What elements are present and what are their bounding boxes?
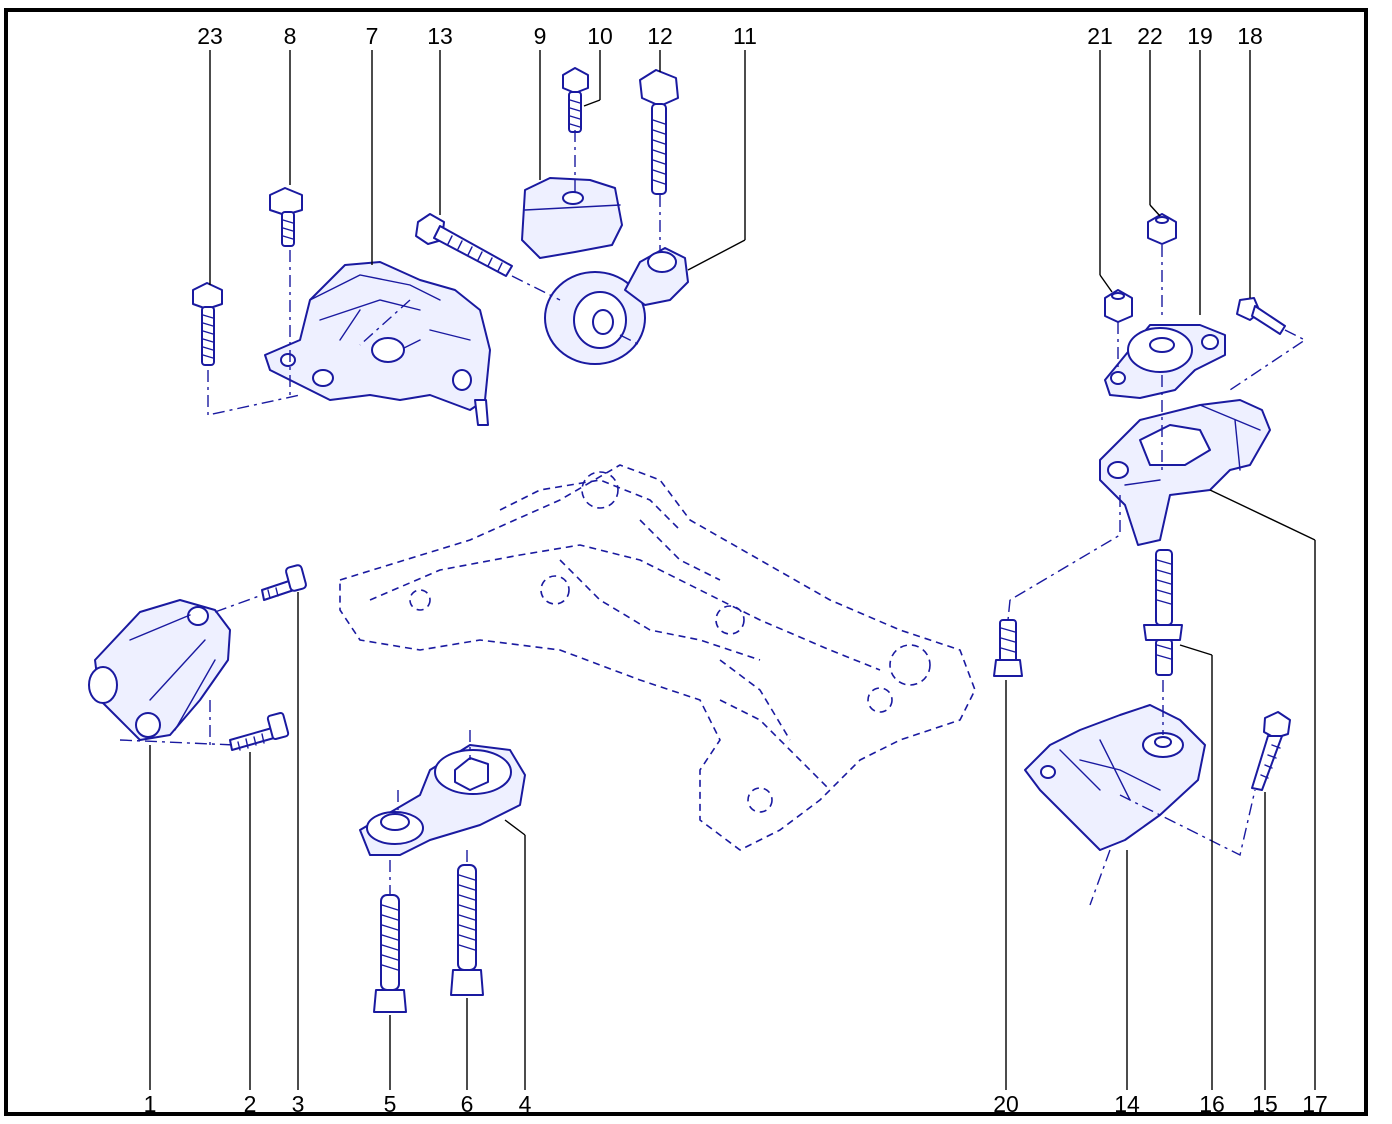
leader-lines	[149, 50, 1316, 1090]
part-5-bolt	[373, 894, 407, 1013]
part-6-bolt	[450, 864, 484, 996]
callout-20: 20	[993, 1091, 1019, 1117]
axis-line-14	[1007, 599, 1256, 906]
part-19-upper-mount	[1104, 324, 1226, 399]
part-12-bolt	[639, 69, 679, 195]
part-8-bolt	[269, 187, 303, 247]
axis-line-11	[511, 130, 661, 346]
part-3-bolt	[261, 564, 307, 601]
axis-line-1	[119, 594, 263, 746]
callout-16: 16	[1199, 1091, 1225, 1117]
callout-17: 17	[1302, 1091, 1328, 1117]
callout-11: 11	[733, 23, 757, 49]
callout-13: 13	[427, 23, 453, 49]
axis-line-7	[207, 250, 411, 416]
callout-3: 3	[292, 1091, 305, 1117]
subframe-ghost	[339, 464, 976, 851]
part-7-upper-mount	[264, 261, 491, 426]
axis-line-4	[389, 730, 471, 895]
callout-14: 14	[1114, 1091, 1140, 1117]
callout-6: 6	[461, 1091, 474, 1117]
part-2-bolt	[229, 712, 290, 751]
callout-23: 23	[197, 23, 223, 49]
callout-4: 4	[519, 1091, 532, 1117]
callout-15: 15	[1252, 1091, 1278, 1117]
diagram-frame	[4, 8, 1368, 1116]
part-14-lower-bracket	[1024, 704, 1206, 851]
part-16-stud	[1143, 549, 1183, 676]
callout-2: 2	[244, 1091, 257, 1117]
part-22-nut	[1147, 213, 1177, 245]
part-1-left-mount	[88, 599, 231, 741]
callout-5: 5	[384, 1091, 397, 1117]
part-15-bolt	[1251, 711, 1291, 791]
part-13-bolt	[415, 213, 513, 277]
part-18-bolt	[1236, 297, 1286, 335]
part-4-lower-mount	[359, 744, 526, 856]
callout-21: 21	[1087, 23, 1113, 49]
part-23-bolt	[192, 282, 223, 366]
callout-1: 1	[144, 1091, 157, 1117]
part-20-bolt	[993, 619, 1023, 677]
part-10-bolt	[562, 67, 589, 133]
part-21-nut	[1104, 289, 1133, 323]
callout-10: 10	[587, 23, 613, 49]
callout-labels: 1 2 3 5 6 4 20 14 16 15 17 23 8 7 13 9 1…	[144, 23, 1328, 1117]
callout-12: 12	[647, 23, 673, 49]
callout-9: 9	[534, 23, 547, 49]
callout-19: 19	[1187, 23, 1213, 49]
callout-22: 22	[1137, 23, 1163, 49]
part-11-torque-link	[544, 247, 689, 365]
callout-8: 8	[284, 23, 297, 49]
callout-7: 7	[366, 23, 379, 49]
part-17-support-bracket	[1099, 399, 1271, 546]
callout-18: 18	[1237, 23, 1263, 49]
part-9-rubber-block	[521, 177, 623, 259]
